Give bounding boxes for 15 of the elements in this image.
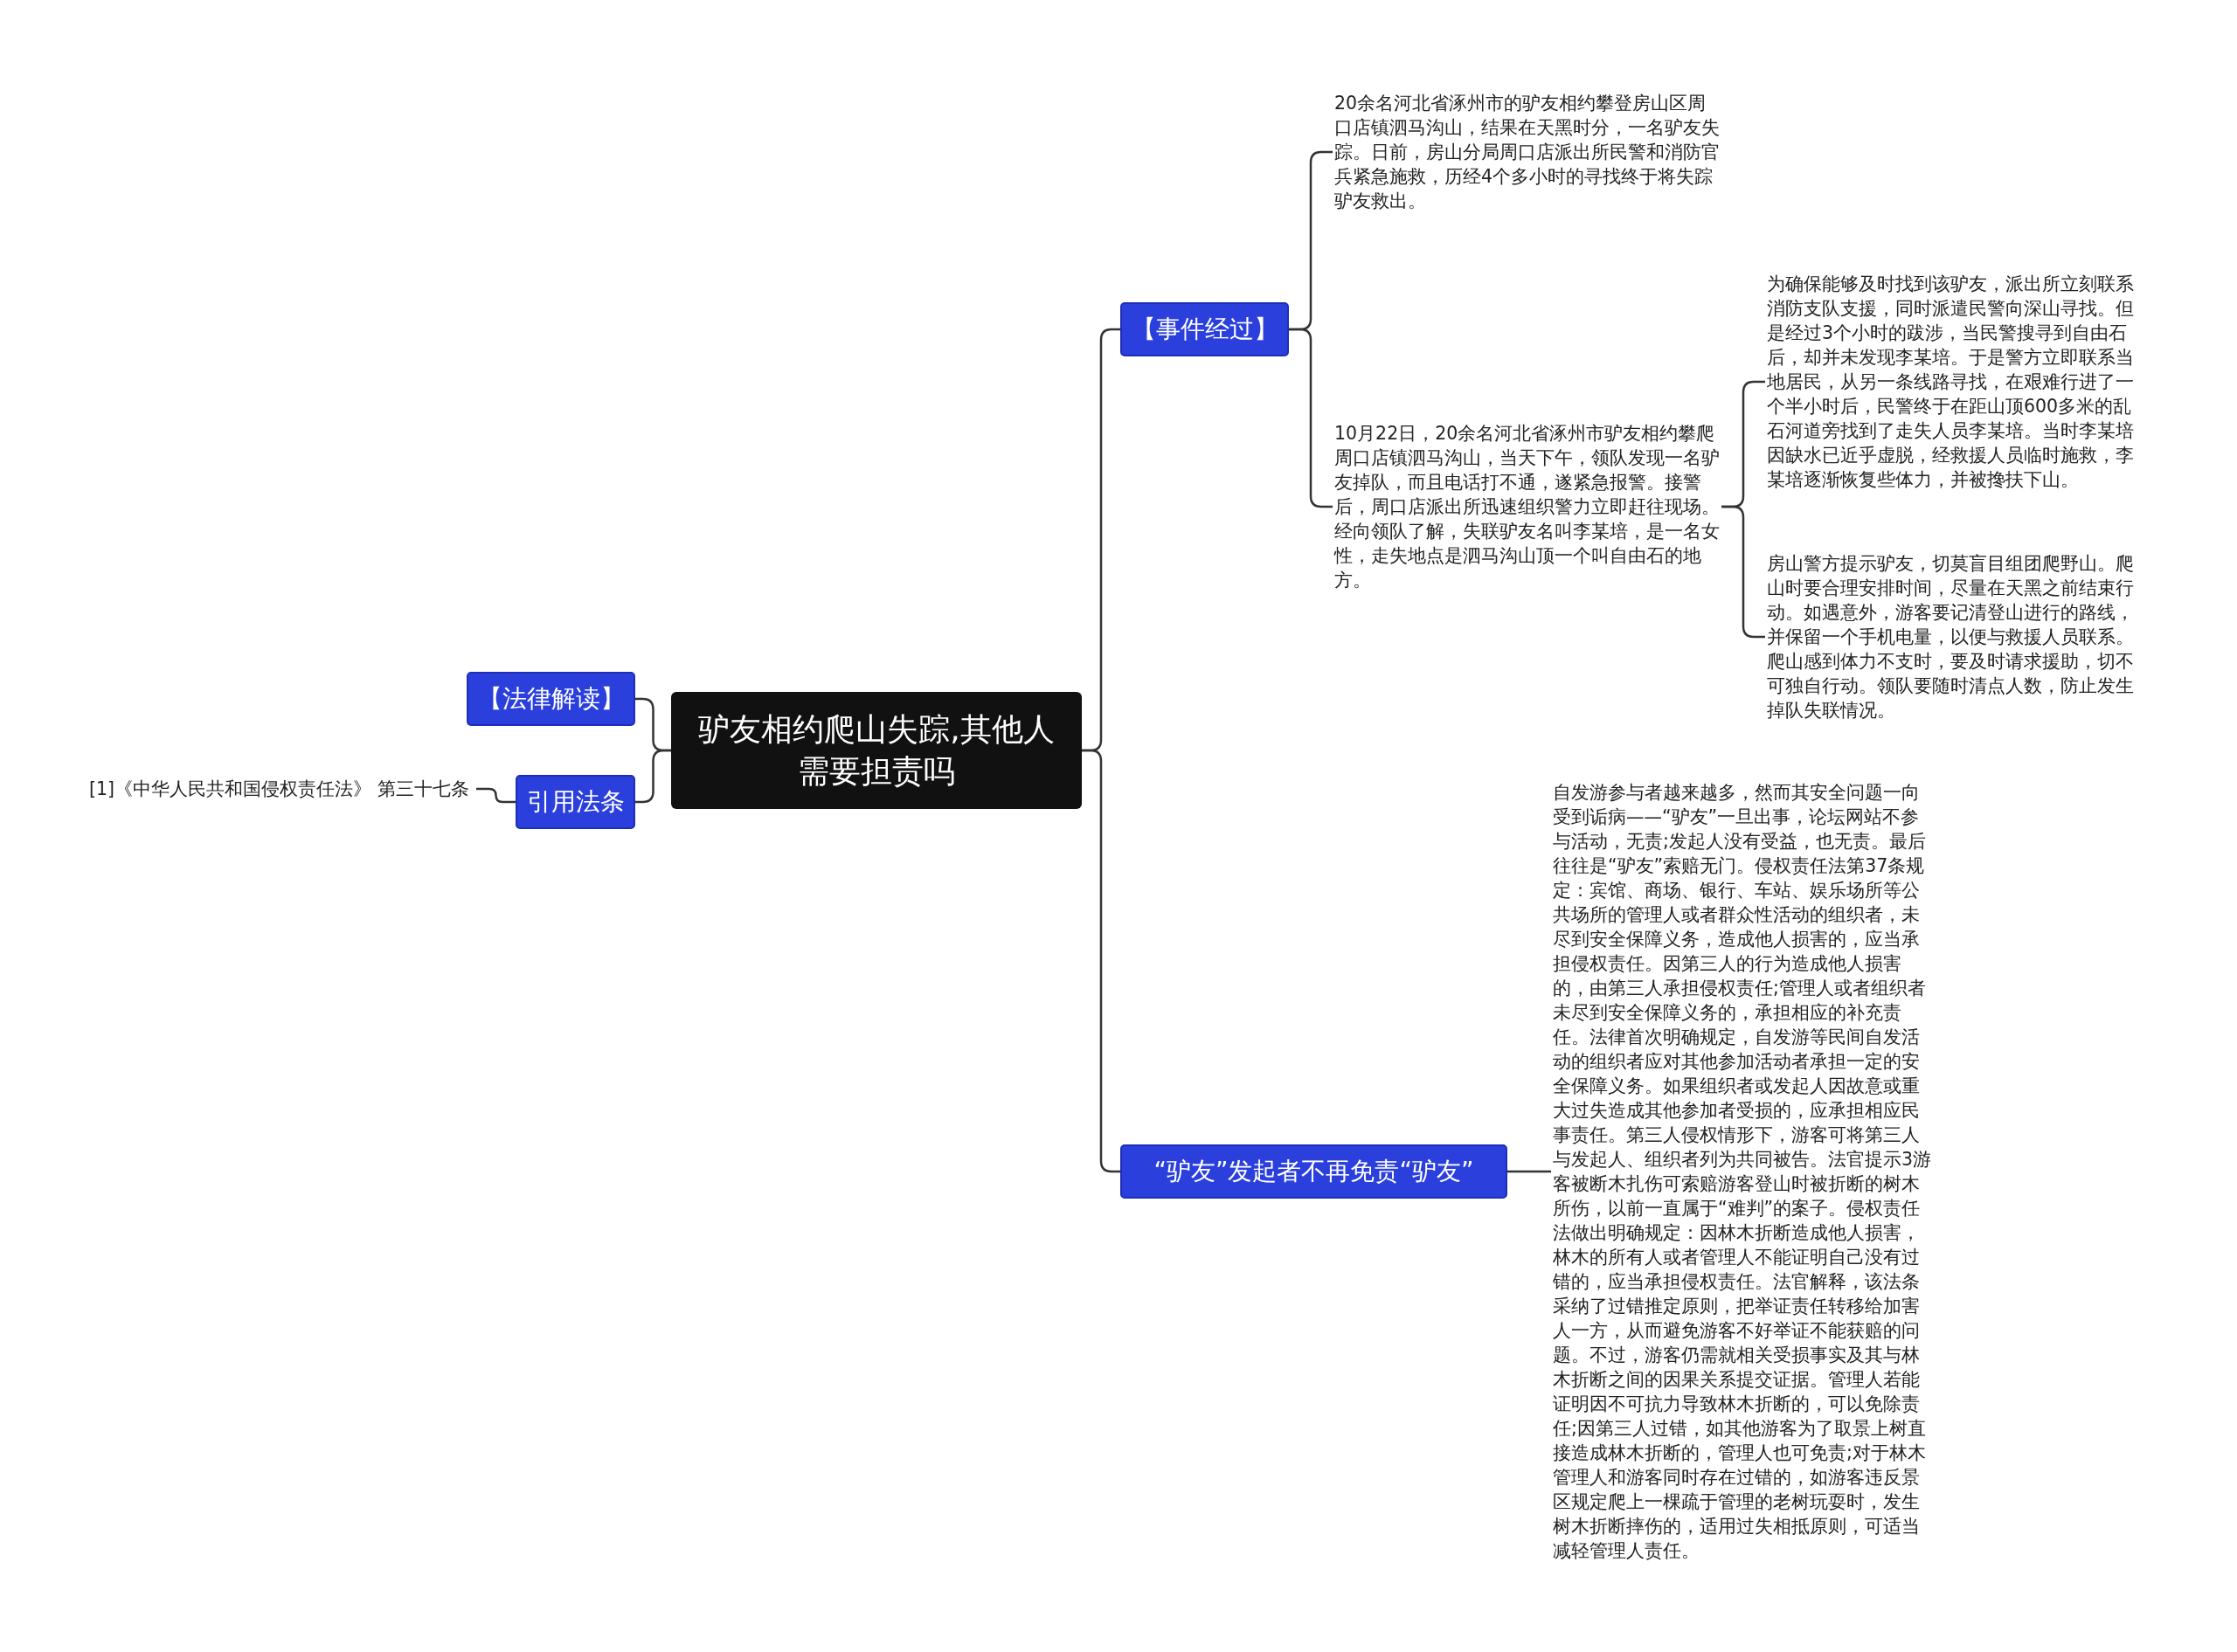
connector-line — [1082, 749, 1120, 1173]
topic-box: “驴友”发起者不再免责“驴友” — [1120, 1144, 1507, 1199]
topic-box: 【法律解读】 — [467, 672, 635, 726]
connector-line — [476, 787, 516, 804]
note-text: 房山警方提示驴友，切莫盲目组团爬野山。爬山时要合理安排时间，尽量在天黑之前结束行动。如遇意外，游客要记清登山进行的路线，并保留一个手机电量，以便与救援人员联系。爬山感到体力不支时，要及时请求援助，切不可独自行动。领队要随时清点人数，防止发生掉队失联情况。 — [1765, 551, 2151, 722]
topic-box: 引用法条 — [516, 775, 635, 829]
connector-line — [635, 749, 671, 804]
note-text: 自发游参与者越来越多，然而其安全问题一向受到诟病——“驴友”一旦出事，论坛网站不参与活动，无责;发起人没有受益，也无责。最后往往是“驴友”索赔无门。侵权责任法第37条规定：宾馆、商场、银行、车站、娱乐场所等公共场所的管理人或者群众性活动的组织者，未尽到安全保障义务，造成他人损害的，应当承担侵权责任。因第三人的行为造成他人损害的，由第三人承担侵权责任;管理人或者组织者未尽到安全保障义务的，承担相应的补充责任。法律首次明确规定，自发游等民间自发活动的组织者应对其他参加活动者承担一定的安全保障义务。如果组织者或发起人因故意或重大过失造成其他参加者受损的，应承担相应民事责任。第三人侵权情形下，游客可将第三人与发起人、组织者列为共同被告。法官提示3游客被断木扎伤可索赔游客登山时被折断的树木所伤，以前一直属于“难判”的案子。侵权责任法做出明确规定：因林木折断造成他人损害，林木的所有人或者管理人不能证明自己没有过错的，应当承担侵权责任。法官解释，该法条采纳了过错推定原则，把举证责任转移给加害人一方，从而避免游客不好举证不能获赔的问题。不过，游客仍需就相关受损事实及其与林木折断之间的因果关系提交证据。管理人若能证明因不可抗力导致林木折断的，可以免除责任;因第三人过错，如其他游客为了取景上树直接造成林木折断的，管理人也可免责;对于林木管理人和游客同时存在过错的，如游客违反景区规定爬上一棵疏于管理的老树玩耍时，发生树木折断摔伤的，适用过失相抵原则，可适当减轻管理人责任。 — [1551, 780, 1937, 1563]
topic-box: 【事件经过】 — [1120, 302, 1289, 356]
citation-text: [1]《中华人民共和国侵权责任法》 第三十七条 — [87, 777, 476, 801]
note-text: 10月22日，20余名河北省涿州市驴友相约攀爬周口店镇泗马沟山，当天下午，领队发现一名驴友掉队，而且电话打不通，遂紧急报警。接警后，周口店派出所迅速组织警力立即赶往现场。经向领队了解，失联驴友名叫李某培，是一名女性，走失地点是泗马沟山顶一个叫自由石的地方。 — [1333, 421, 1721, 592]
note-text: 为确保能够及时找到该驴友，派出所立刻联系消防支队支援，同时派遣民警向深山寻找。但是经过3个小时的跋涉，当民警搜寻到自由石后，却并未发现李某培。于是警方立即联系当地居民，从另一条线路寻找，在艰难行进了一个半小时后，民警终于在距山顶600多米的乱石河道旁找到了走失人员李某培。当时李某培因缺水已近乎虚脱，经救援人员临时施救，李某培逐渐恢复些体力，并被搀扶下山。 — [1765, 272, 2151, 492]
connector-line — [1507, 1170, 1551, 1173]
note-text: 20余名河北省涿州市的驴友相约攀登房山区周口店镇泗马沟山，结果在天黑时分，一名驴友失踪。日前，房山分局周口店派出所民警和消防官兵紧急施救，历经4个多小时的寻找终于将失踪驴友救出。 — [1333, 91, 1721, 213]
central-topic: 驴友相约爬山失踪,其他人需要担责吗 — [671, 692, 1082, 809]
